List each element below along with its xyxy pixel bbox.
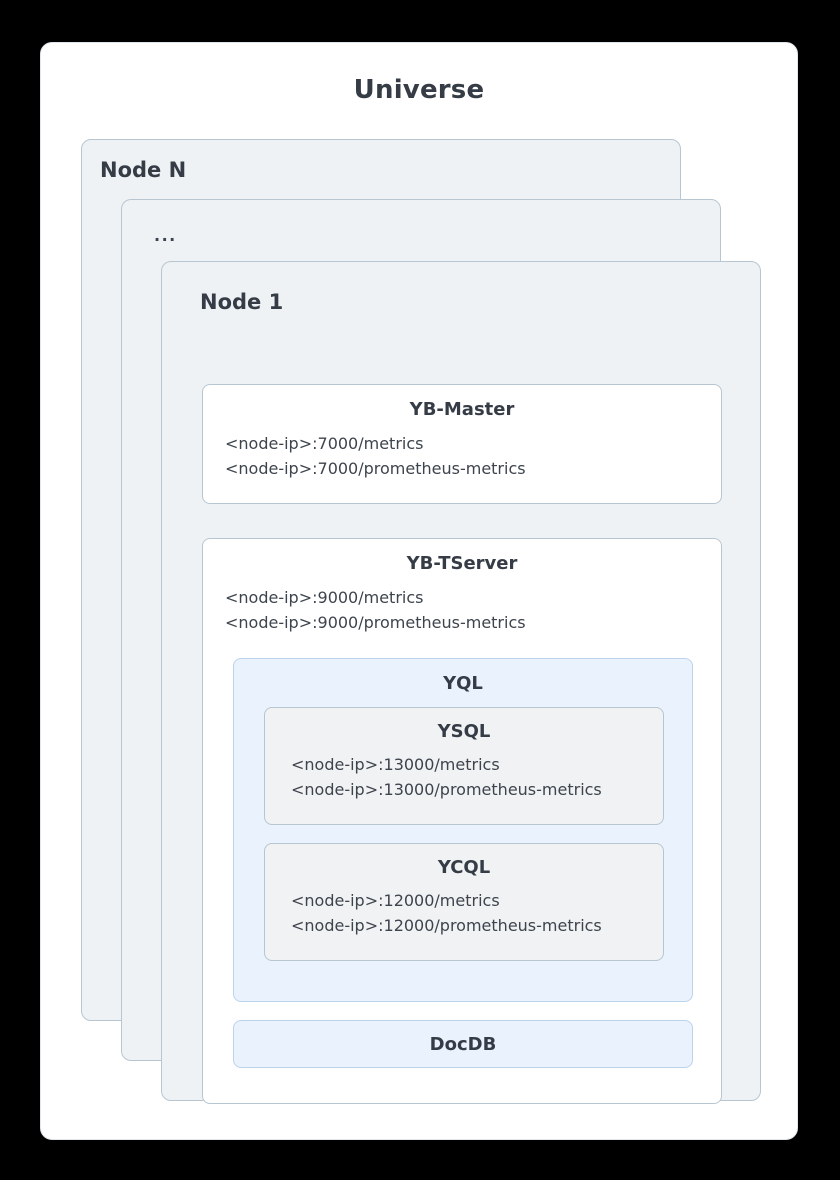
yb-tserver-endpoints: <node-ip>:9000/metrics <node-ip>:9000/pr… (225, 586, 721, 636)
yb-tserver-box: YB-TServer <node-ip>:9000/metrics <node-… (202, 538, 722, 1104)
yb-master-title: YB-Master (409, 399, 515, 420)
ycql-title: YCQL (437, 857, 491, 878)
endpoint-line: <node-ip>:7000/prometheus-metrics (225, 458, 526, 478)
universe-container: Universe Node N ... Node 1 YB-Master <no… (40, 42, 798, 1140)
node-card-1-label: Node 1 (200, 290, 284, 314)
endpoint-line: <node-ip>:9000/metrics (225, 588, 424, 607)
page-title: Universe (353, 75, 485, 105)
endpoint-line: <node-ip>:12000/metrics (291, 891, 500, 910)
node-card-1: Node 1 YB-Master <node-ip>:7000/metrics … (161, 261, 761, 1104)
yql-title: YQL (443, 673, 483, 694)
yb-tserver-title: YB-TServer (406, 553, 518, 574)
docdb-box: DocDB (233, 1020, 693, 1068)
endpoint-line: <node-ip>:13000/metrics (291, 755, 500, 774)
ysql-title: YSQL (437, 721, 491, 742)
ycql-endpoints: <node-ip>:12000/metrics <node-ip>:12000/… (291, 889, 663, 939)
endpoint-line: <node-ip>:9000/prometheus-metrics (225, 612, 526, 632)
endpoint-line: <node-ip>:12000/prometheus-metrics (291, 915, 602, 935)
node-card-n-label: Node N (100, 158, 187, 182)
yb-master-endpoints: <node-ip>:7000/metrics <node-ip>:7000/pr… (225, 432, 721, 482)
endpoint-line: <node-ip>:13000/prometheus-metrics (291, 779, 602, 799)
yb-master-box: YB-Master <node-ip>:7000/metrics <node-i… (202, 384, 722, 504)
ysql-endpoints: <node-ip>:13000/metrics <node-ip>:13000/… (291, 753, 663, 803)
ycql-box: YCQL <node-ip>:12000/metrics <node-ip>:1… (264, 843, 664, 961)
endpoint-line: <node-ip>:7000/metrics (225, 434, 424, 453)
docdb-title: DocDB (429, 1033, 497, 1055)
yql-box: YQL YSQL <node-ip>:13000/metrics <node-i… (233, 658, 693, 1002)
ysql-box: YSQL <node-ip>:13000/metrics <node-ip>:1… (264, 707, 664, 825)
node-card-ellipsis-label: ... (154, 226, 177, 245)
